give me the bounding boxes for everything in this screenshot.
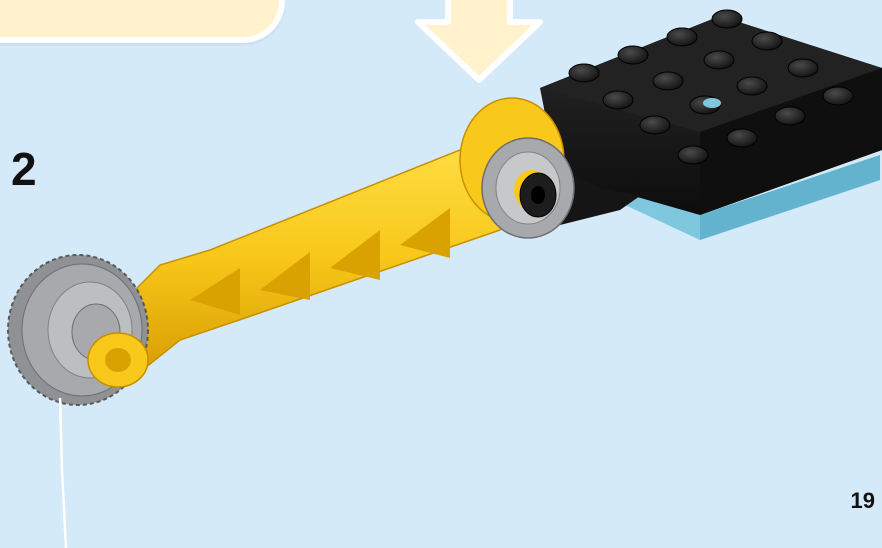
right-gear-ring xyxy=(482,138,574,238)
hanging-string xyxy=(60,398,66,548)
left-gear-wheel xyxy=(8,255,148,405)
down-arrow-icon xyxy=(418,0,540,80)
page-number: 19 xyxy=(851,490,875,512)
yellow-crane-arm xyxy=(88,98,564,387)
